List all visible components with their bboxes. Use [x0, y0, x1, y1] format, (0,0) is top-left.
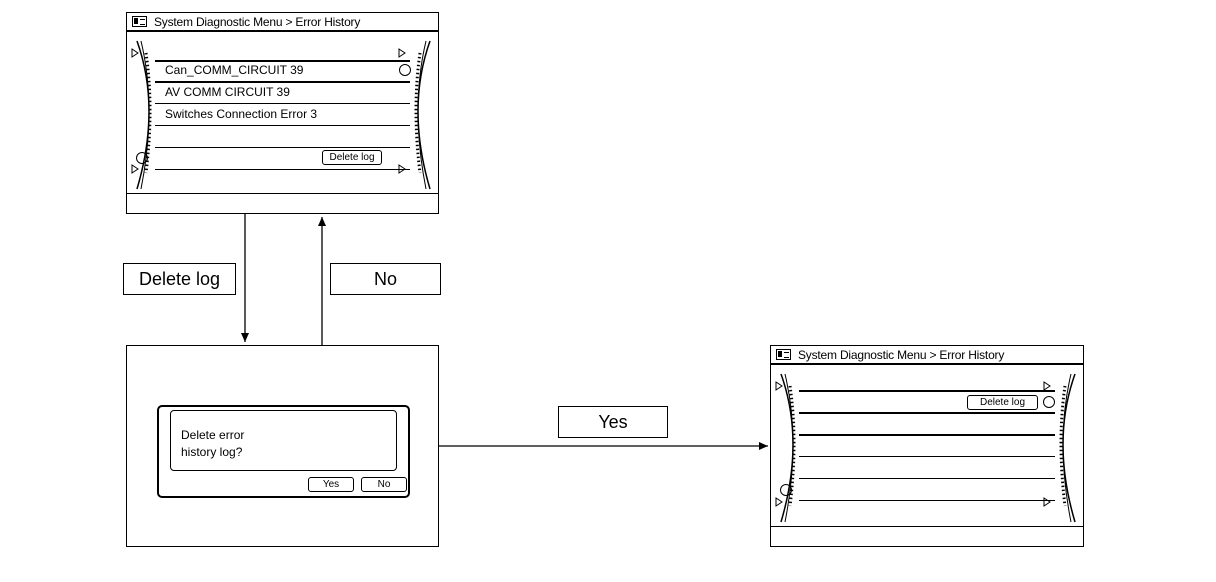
row-divider [799, 412, 1055, 414]
title-bar: System Diagnostic Menu > Error History [127, 13, 438, 32]
scroll-down-marker-left [131, 164, 139, 174]
confirm-dialog: Delete error history log? Yes No [157, 405, 410, 498]
title-bar: System Diagnostic Menu > Error History [771, 346, 1083, 365]
row-divider [155, 169, 410, 170]
no-step-label: No [330, 263, 441, 295]
no-button[interactable]: No [361, 477, 407, 492]
error-history-screen: System Diagnostic Menu > Error History C… [126, 12, 439, 214]
dialog-message-line: Delete error [181, 428, 245, 442]
dialog-message-line: history log? [181, 445, 243, 459]
screen-title: System Diagnostic Menu > Error History [154, 15, 361, 29]
menu-icon [776, 349, 791, 360]
scroll-up-marker-left [775, 381, 783, 391]
yes-step-label: Yes [558, 406, 668, 438]
row-divider [799, 478, 1055, 479]
cursor-circle-icon [399, 64, 411, 76]
screen-title: System Diagnostic Menu > Error History [798, 348, 1005, 362]
error-item[interactable]: Can_COMM_CIRCUIT 39 [165, 63, 304, 77]
delete-log-button[interactable]: Delete log [967, 395, 1038, 410]
cursor-circle-icon [136, 152, 148, 164]
footer-bar [771, 526, 1083, 546]
scroll-up-marker-right [1043, 381, 1051, 391]
scroll-down-marker-left [775, 497, 783, 507]
cleared-history-screen: System Diagnostic Menu > Error History D… [770, 345, 1084, 547]
yes-button[interactable]: Yes [308, 477, 354, 492]
scroll-up-marker-right [398, 48, 406, 58]
error-item[interactable]: Switches Connection Error 3 [165, 107, 318, 121]
cursor-circle-icon [1043, 396, 1055, 408]
scroll-up-marker-left [131, 48, 139, 58]
row-divider [155, 125, 410, 126]
row-divider [155, 81, 410, 83]
delete-log-step-label: Delete log [123, 263, 236, 295]
row-divider [799, 456, 1055, 457]
scroll-arc-decoration [131, 40, 431, 190]
row-divider [155, 103, 410, 104]
footer-bar [127, 193, 438, 213]
cursor-circle-icon [780, 484, 792, 496]
confirm-dialog-screen: Delete error history log? Yes No [126, 345, 439, 547]
error-item[interactable]: AV COMM CIRCUIT 39 [165, 85, 290, 99]
scroll-arc-decoration [775, 373, 1076, 523]
row-divider [155, 60, 410, 62]
row-divider [799, 390, 1055, 392]
row-divider [799, 500, 1055, 501]
row-divider [155, 147, 410, 148]
menu-icon [132, 16, 147, 27]
dialog-message-box: Delete error history log? [170, 410, 397, 471]
delete-log-button[interactable]: Delete log [322, 150, 382, 165]
row-divider [799, 434, 1055, 436]
